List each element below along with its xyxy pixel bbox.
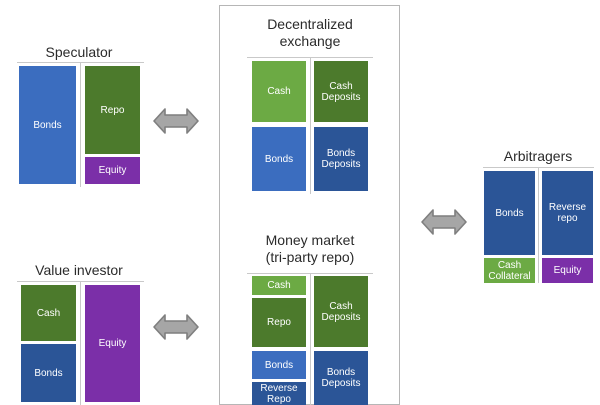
money-market-asset-bonds: Bonds <box>252 351 306 379</box>
value-investor-center-rule <box>80 281 81 405</box>
bar-label: Equity <box>98 338 127 349</box>
bar-label: Bonds <box>33 119 62 131</box>
exchange-asset-cash: Cash <box>252 61 306 122</box>
money-market-liability-cash-deposits: Cash Deposits <box>314 276 368 347</box>
money-market-title: Money market (tri-party repo) <box>265 232 355 265</box>
bar-label: Cash Deposits <box>321 80 361 103</box>
bar-label: Cash <box>36 307 61 319</box>
bar-label: Bonds <box>264 359 294 371</box>
speculator-liability-repo: Repo <box>85 66 140 154</box>
arbitragers-asset-bonds: Bonds <box>484 171 535 255</box>
bar-label: Reverse repo <box>548 202 587 224</box>
arrow-exchange-to-arbitragers <box>420 205 468 244</box>
money-market-center-rule <box>310 273 311 405</box>
arbitragers-liability-reverse-repo: Reverse repo <box>542 171 593 255</box>
bar-label: Bonds <box>34 367 63 379</box>
bar-label: Bonds Deposits <box>321 148 361 170</box>
exchange-center-rule <box>310 57 311 194</box>
bar-label: Cash Collateral <box>488 259 531 282</box>
speculator-title: Speculator <box>45 44 113 60</box>
bar-label: Repo <box>267 317 291 328</box>
exchange-asset-bonds: Bonds <box>252 127 306 191</box>
bar-label: Equity <box>98 165 127 176</box>
exchange-liability-bonds-deposits: Bonds Deposits <box>314 127 368 191</box>
value-investor-asset-cash: Cash <box>21 285 76 341</box>
money-market-asset-repo: Repo <box>252 298 306 347</box>
value-investor-title: Value investor <box>35 262 123 278</box>
bar-label: Repo <box>100 104 125 116</box>
bar-label: Reverse Repo <box>260 382 298 405</box>
arbitragers-center-rule <box>538 167 539 283</box>
speculator-center-rule <box>80 62 81 187</box>
bar-label: Equity <box>553 265 582 276</box>
money-market-asset-reverse-repo: Reverse Repo <box>252 382 306 405</box>
arbitragers-title: Arbitragers <box>503 148 573 164</box>
arrow-value-investor-to-money-market <box>152 310 200 349</box>
arbitragers-liability-equity: Equity <box>542 258 593 283</box>
bar-label: Cash Deposits <box>321 300 361 323</box>
bar-label: Bonds Deposits <box>321 367 361 389</box>
decentralized-exchange-title: Decentralized exchange <box>267 16 353 49</box>
arbitragers-asset-cash-collateral: Cash Collateral <box>484 258 535 283</box>
speculator-liability-equity: Equity <box>85 157 140 184</box>
bar-label: Bonds <box>264 153 294 165</box>
bar-label: Bonds <box>495 207 524 219</box>
arrow-speculator-to-exchange <box>152 104 200 143</box>
money-market-asset-cash: Cash <box>252 276 306 295</box>
value-investor-asset-bonds: Bonds <box>21 344 76 402</box>
bar-label: Cash <box>267 86 291 97</box>
speculator-asset-bonds: Bonds <box>19 66 76 184</box>
money-market-liability-bonds-deposits: Bonds Deposits <box>314 351 368 405</box>
exchange-liability-cash-deposits: Cash Deposits <box>314 61 368 122</box>
bar-label: Cash <box>267 280 291 291</box>
value-investor-liability-equity: Equity <box>85 285 140 402</box>
